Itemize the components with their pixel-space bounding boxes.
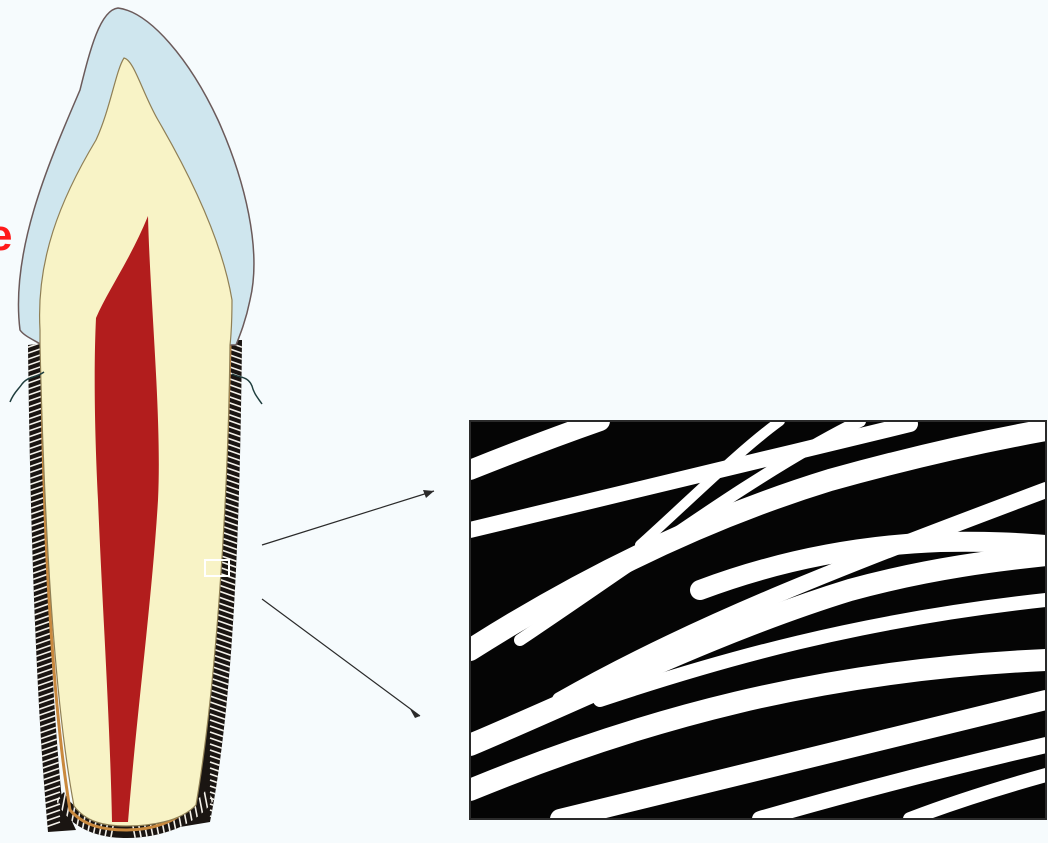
arrow-upper [262, 491, 434, 545]
magnified-fiber-panel [470, 421, 1046, 819]
arrow-lower [262, 599, 420, 716]
pointer-arrows [262, 490, 434, 718]
ligament-fiber [210, 804, 250, 818]
ligament-fiber [210, 786, 250, 800]
ligament-fiber [210, 798, 250, 812]
ligament-fiber [210, 810, 250, 824]
arrow-upper-head [423, 490, 434, 498]
partial-red-label: e [0, 214, 12, 258]
ligament-fiber [210, 790, 220, 842]
ligament-fiber [210, 816, 250, 830]
arrow-lower-head [410, 709, 420, 718]
ligament-fiber [210, 792, 250, 806]
ligament-fiber [210, 822, 250, 836]
